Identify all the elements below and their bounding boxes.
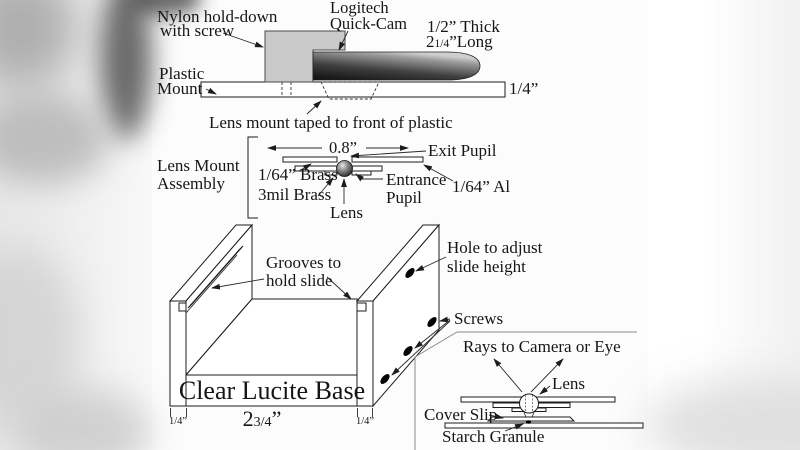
screw bbox=[403, 346, 413, 356]
leader-entrance-pupil bbox=[355, 173, 383, 182]
microscope-slide bbox=[444, 422, 644, 429]
dim-left: 1/4” bbox=[169, 416, 187, 427]
screw bbox=[427, 317, 437, 327]
plastic-mount-label: Mount bbox=[157, 79, 203, 98]
assembly-bracket bbox=[247, 136, 258, 219]
brass-plate-label: 1/64” Brass bbox=[258, 165, 338, 184]
leader-screw-3 bbox=[391, 320, 451, 376]
grooves-label: Grooves to bbox=[266, 253, 341, 272]
thickness-dim: 1/2” Thick bbox=[427, 17, 500, 36]
nylon-label: Nylon hold-down bbox=[157, 7, 278, 26]
right-wall-front bbox=[356, 300, 374, 407]
adjust-hole-label: Hole to adjust bbox=[447, 238, 543, 257]
rays-label: Rays to Camera or Eye bbox=[463, 337, 621, 356]
cover-slip bbox=[486, 416, 576, 422]
lens-mount-assembly-figure: Lens Mount Assembly 0.8” Exit Pupil 1/64… bbox=[157, 136, 510, 222]
blur-blob bbox=[128, 0, 202, 16]
blur-blob bbox=[100, 0, 152, 140]
exit-pupil-label: Exit Pupil bbox=[428, 141, 497, 160]
groove-notch-left bbox=[178, 302, 186, 312]
slide-groove bbox=[187, 245, 244, 309]
screws-label: Screws bbox=[454, 309, 503, 328]
base-name: Clear Lucite Base bbox=[179, 376, 365, 405]
lens-ball bbox=[336, 160, 353, 177]
leader-exit-pupil bbox=[350, 150, 427, 159]
base-front-band bbox=[185, 374, 358, 407]
quickcam-body bbox=[312, 51, 481, 81]
starch-granule-dot bbox=[525, 420, 532, 424]
leader-adjust-hole bbox=[415, 256, 447, 272]
adjust-hole bbox=[405, 268, 415, 278]
width-dim: 0.8” bbox=[329, 138, 357, 157]
length-dim: 21/4”Long bbox=[426, 32, 493, 51]
entrance-pupil-label: Entrance bbox=[386, 170, 446, 189]
assembly-title: Assembly bbox=[157, 174, 226, 193]
leader-screw-2 bbox=[414, 319, 451, 349]
ray-right bbox=[530, 358, 564, 393]
top-plate-left bbox=[282, 156, 338, 163]
ray-left bbox=[493, 358, 523, 393]
entrance-pupil-label: Pupil bbox=[386, 188, 422, 207]
quickcam-label: Logitech bbox=[330, 0, 389, 17]
plastic-mount-label: Plastic bbox=[159, 64, 205, 83]
screw-holes bbox=[380, 268, 437, 384]
leader-brass-plate bbox=[298, 163, 312, 172]
quickcam-label: Quick-Cam bbox=[330, 14, 407, 33]
lens-mount-taped bbox=[320, 81, 380, 100]
brass-plate-right bbox=[351, 165, 383, 172]
leader-groove-right bbox=[326, 276, 352, 300]
cover-slip-label: Cover Slip bbox=[424, 405, 497, 424]
al-plate-label: 1/64” Al bbox=[452, 177, 510, 196]
leader-tape-note bbox=[306, 100, 322, 115]
blur-blob bbox=[0, 92, 110, 184]
inset-border bbox=[414, 331, 637, 450]
dimension-ticks bbox=[170, 408, 373, 417]
adjust-hole-label: slide height bbox=[447, 257, 526, 276]
grooves-label: hold slide bbox=[266, 271, 333, 290]
leader-inset-lens bbox=[539, 385, 551, 395]
inset-lens-label: Lens bbox=[552, 374, 585, 393]
letterbox-left bbox=[0, 0, 202, 450]
screw bbox=[380, 374, 390, 384]
tape-note: Lens mount taped to front of plastic bbox=[209, 113, 453, 132]
starch-label: Starch Granule bbox=[442, 427, 544, 446]
leader-plastic-mount bbox=[205, 87, 217, 95]
bar-thickness-dim: 1/4” bbox=[509, 79, 538, 98]
leader-al-plate bbox=[423, 164, 454, 182]
nylon-hold-down-block bbox=[264, 30, 346, 83]
inset-lens bbox=[519, 393, 539, 414]
dim-right: 1/4” bbox=[356, 416, 374, 427]
screw-hole-dashes bbox=[281, 82, 292, 97]
camera-assembly-figure: Nylon hold-down with screw Logitech Quic… bbox=[157, 0, 538, 132]
leader-nylon bbox=[222, 32, 264, 48]
nylon-label: with screw bbox=[160, 21, 235, 40]
leader-starch bbox=[504, 423, 524, 432]
blur-blob bbox=[15, 388, 150, 450]
leader-brass-foil bbox=[317, 177, 334, 197]
leader-groove-left bbox=[211, 278, 265, 290]
shim-tab-left bbox=[324, 170, 338, 176]
plastic-mount-bar bbox=[200, 81, 506, 98]
lucite-base-figure: Grooves to hold slide Hole to adjust sli… bbox=[168, 223, 543, 431]
optics-inset-figure: Rays to Camera or Eye Lens Cover Slip St… bbox=[414, 331, 644, 450]
assembly-title: Lens Mount bbox=[157, 156, 240, 175]
dim-center: 23/4” bbox=[243, 406, 282, 431]
brass-foil-label: 3mil Brass bbox=[258, 185, 331, 204]
top-plate-right bbox=[351, 156, 424, 163]
letterbox-right bbox=[645, 0, 800, 450]
lens-label: Lens bbox=[330, 203, 363, 222]
leader-quickcam bbox=[338, 30, 349, 51]
leader-cover-slip bbox=[488, 413, 504, 420]
left-wall-front bbox=[169, 300, 187, 407]
groove-notch-right bbox=[357, 302, 367, 312]
shim-tab-right bbox=[351, 170, 372, 176]
inset-lens-axis bbox=[525, 395, 533, 413]
leader-screw-1 bbox=[439, 316, 451, 323]
